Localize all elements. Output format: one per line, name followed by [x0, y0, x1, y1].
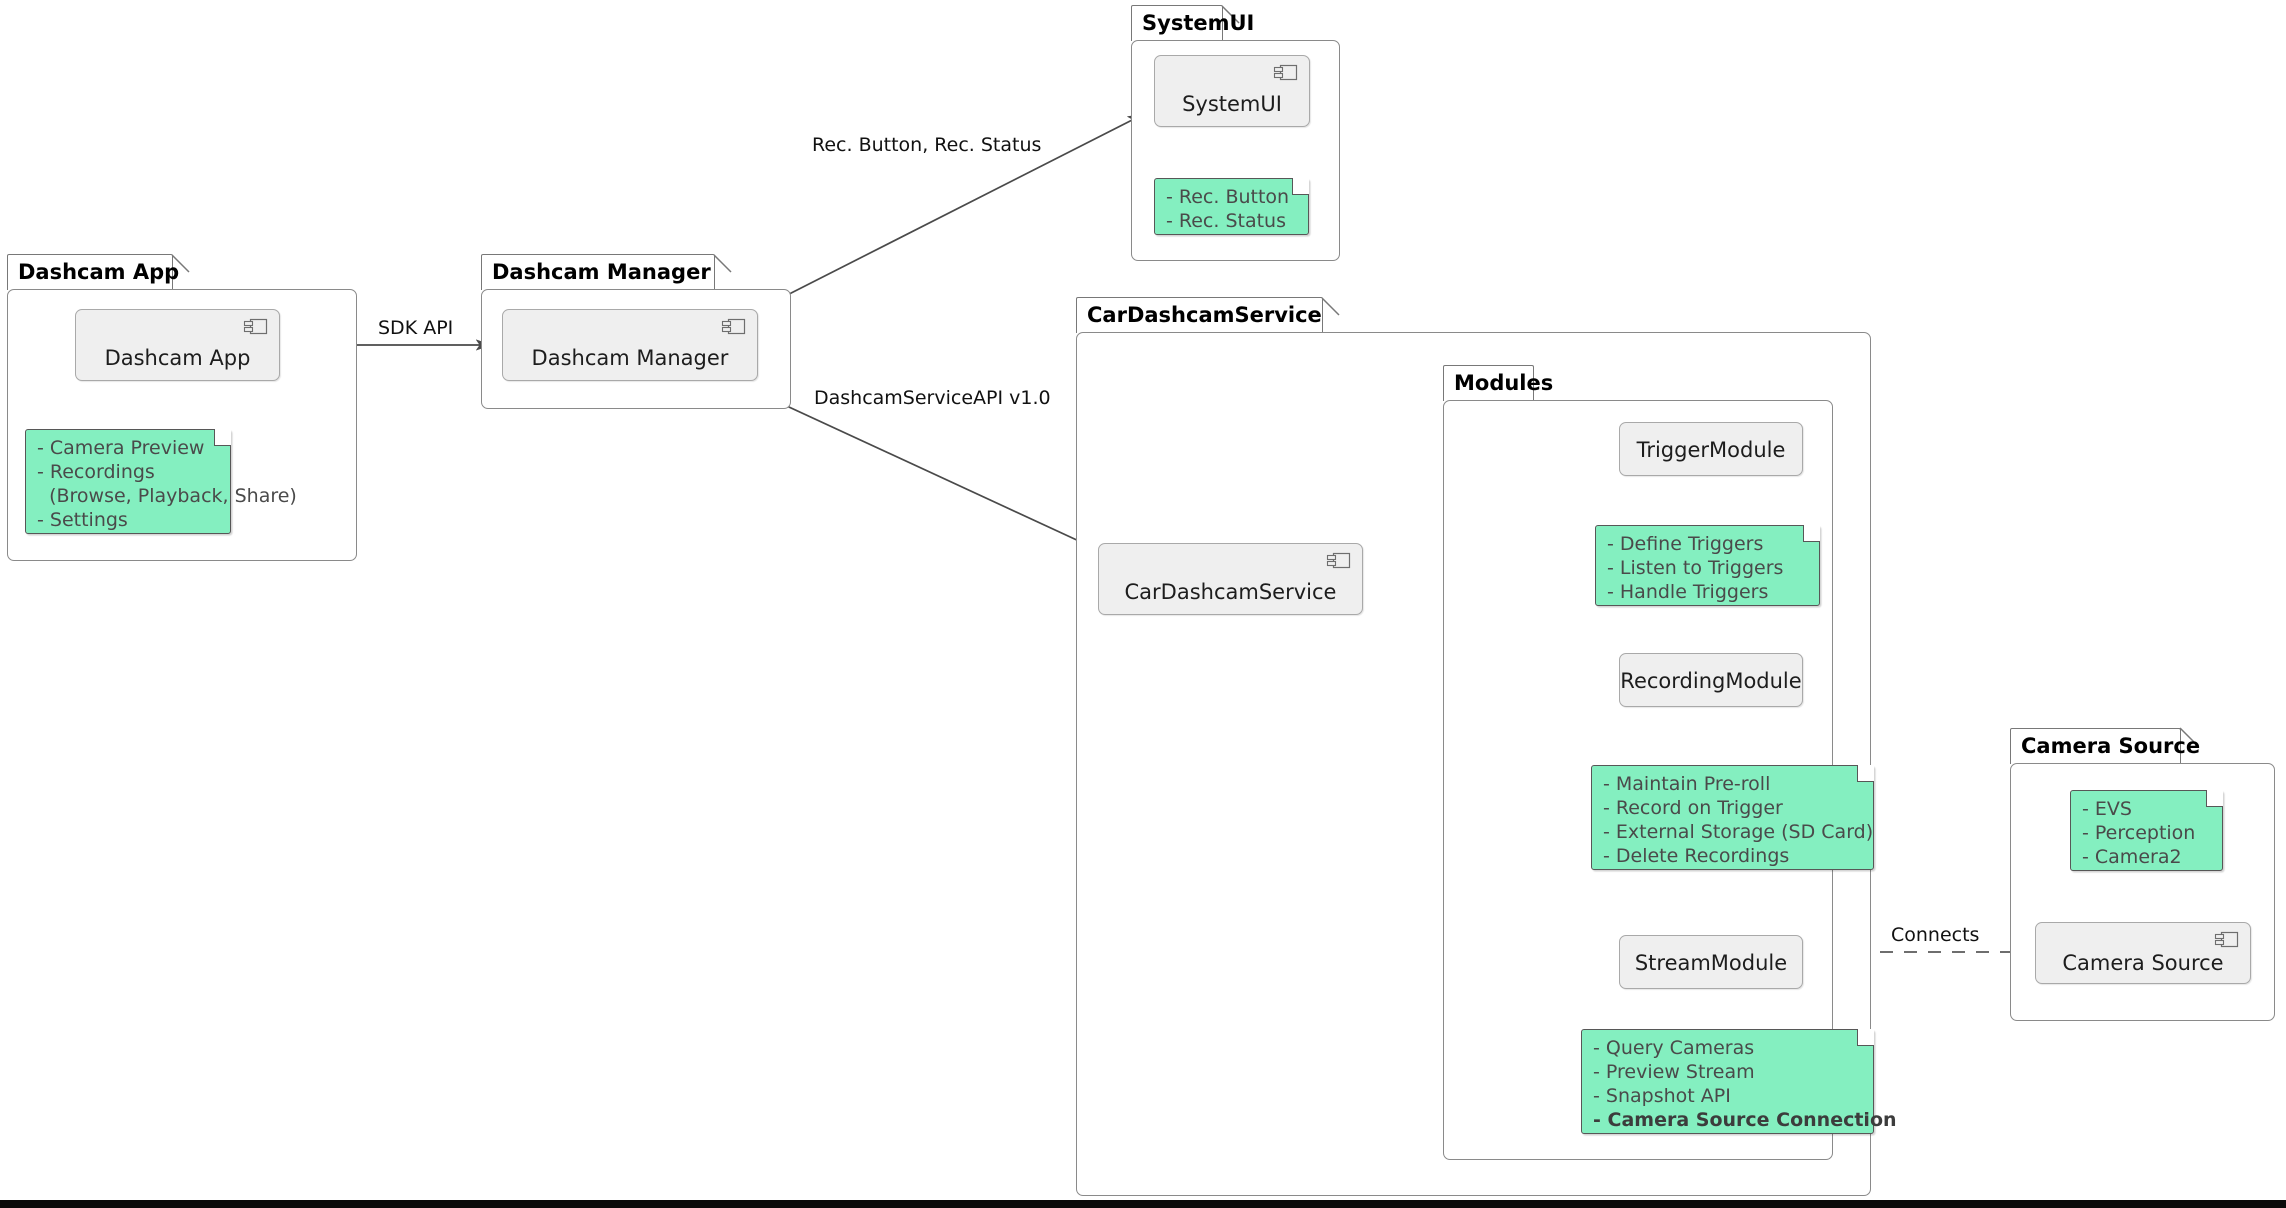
- edge-label-rec-button-status: Rec. Button, Rec. Status: [812, 134, 1042, 156]
- component-dashcam-manager[interactable]: Dashcam Manager: [502, 309, 758, 381]
- package-label-modules: Modules: [1454, 371, 1554, 395]
- note-fold-corner: [2206, 790, 2223, 807]
- package-tab-systemui: [1131, 5, 1223, 41]
- component-icon: [243, 318, 269, 336]
- note-text-dashcam-app: - Camera Preview - Recordings (Browse, P…: [37, 437, 297, 531]
- package-dashcam-app: Dashcam App Dashcam App - Camera Preview…: [7, 254, 357, 561]
- component-icon: [721, 318, 747, 336]
- package-label-dashcam-manager: Dashcam Manager: [492, 260, 711, 284]
- package-tab-dashcam-manager: [481, 254, 715, 290]
- component-dashcam-app[interactable]: Dashcam App: [75, 309, 280, 381]
- package-systemui: SystemUI SystemUI - Rec. Button - Rec. S…: [1131, 5, 1340, 261]
- note-streammodule: - Query Cameras- Preview Stream- Snapsho…: [1581, 1029, 1897, 1134]
- note-fold-corner: [1857, 765, 1874, 782]
- component-label-camera-source: Camera Source: [2062, 951, 2224, 975]
- package-cardashcamservice: CarDashcamService CarDashcamService Modu…: [1076, 297, 1897, 1196]
- component-cardashcamservice[interactable]: CarDashcamService: [1098, 543, 1363, 615]
- note-line: - Query Cameras: [1593, 1037, 1755, 1059]
- note-triggermodule: - Define Triggers - Listen to Triggers -…: [1595, 525, 1820, 606]
- note-text-recordingmodule: - Maintain Pre-roll - Record on Trigger …: [1603, 773, 1874, 867]
- edge-manager-to-service: [736, 382, 1120, 560]
- note-fold-corner: [1292, 178, 1309, 195]
- note-fold-corner: [1803, 525, 1820, 542]
- component-icon: [1273, 64, 1299, 82]
- component-label-cardashcamservice: CarDashcamService: [1124, 580, 1337, 604]
- component-label-streammodule: StreamModule: [1634, 951, 1788, 975]
- package-modules: Modules TriggerModule - Define Triggers …: [1443, 365, 1897, 1160]
- note-line-bold: - Camera Source Connection: [1593, 1109, 1897, 1131]
- bottom-bar: [0, 1200, 2286, 1208]
- package-label-cardashcamservice: CarDashcamService: [1087, 303, 1322, 327]
- component-systemui[interactable]: SystemUI: [1154, 55, 1310, 127]
- note-text-camera-source: - EVS - Perception - Camera2: [2082, 798, 2196, 868]
- edge-label-sdk-api: SDK API: [378, 317, 454, 339]
- note-fold-corner: [1857, 1029, 1874, 1046]
- package-dashcam-manager: Dashcam Manager Dashcam Manager: [481, 254, 791, 409]
- component-camera-source[interactable]: Camera Source: [2035, 922, 2251, 984]
- component-icon: [2214, 931, 2240, 949]
- note-camera-source: - EVS - Perception - Camera2: [2070, 790, 2223, 871]
- note-recordingmodule: - Maintain Pre-roll - Record on Trigger …: [1591, 765, 1874, 870]
- component-icon: [1326, 552, 1352, 570]
- component-label-recordingmodule: RecordingModule: [1620, 669, 1802, 693]
- component-triggermodule[interactable]: TriggerModule: [1619, 422, 1803, 476]
- note-systemui: - Rec. Button - Rec. Status: [1154, 178, 1309, 235]
- package-label-systemui: SystemUI: [1142, 11, 1255, 35]
- package-label-dashcam-app: Dashcam App: [18, 260, 180, 284]
- component-label-dashcam-app: Dashcam App: [104, 346, 251, 370]
- component-label-systemui: SystemUI: [1182, 92, 1282, 116]
- note-fold-corner: [214, 429, 231, 446]
- package-tab-modules: [1443, 365, 1534, 401]
- package-camera-source: Camera Source - EVS - Perception - Camer…: [2010, 728, 2275, 1021]
- component-streammodule[interactable]: StreamModule: [1619, 935, 1803, 989]
- component-recordingmodule[interactable]: RecordingModule: [1619, 653, 1803, 707]
- package-tab-cardashcamservice: [1076, 297, 1323, 333]
- note-text-streammodule: - Query Cameras- Preview Stream- Snapsho…: [1593, 1036, 1897, 1132]
- edge-label-dashcamserviceapi: DashcamServiceAPI v1.0: [814, 387, 1051, 409]
- note-line: - Snapshot API: [1593, 1085, 1731, 1107]
- package-label-camera-source: Camera Source: [2021, 734, 2201, 758]
- note-text-triggermodule: - Define Triggers - Listen to Triggers -…: [1607, 533, 1784, 603]
- note-text-systemui: - Rec. Button - Rec. Status: [1166, 186, 1290, 232]
- note-dashcam-app: - Camera Preview - Recordings (Browse, P…: [25, 429, 297, 534]
- component-label-triggermodule: TriggerModule: [1636, 438, 1786, 462]
- note-line: - Preview Stream: [1593, 1061, 1755, 1083]
- component-label-dashcam-manager: Dashcam Manager: [531, 346, 729, 370]
- edge-label-connects: Connects: [1891, 924, 1980, 946]
- package-tab-camera-source: [2010, 728, 2181, 764]
- package-tab-dashcam-app: [7, 254, 173, 290]
